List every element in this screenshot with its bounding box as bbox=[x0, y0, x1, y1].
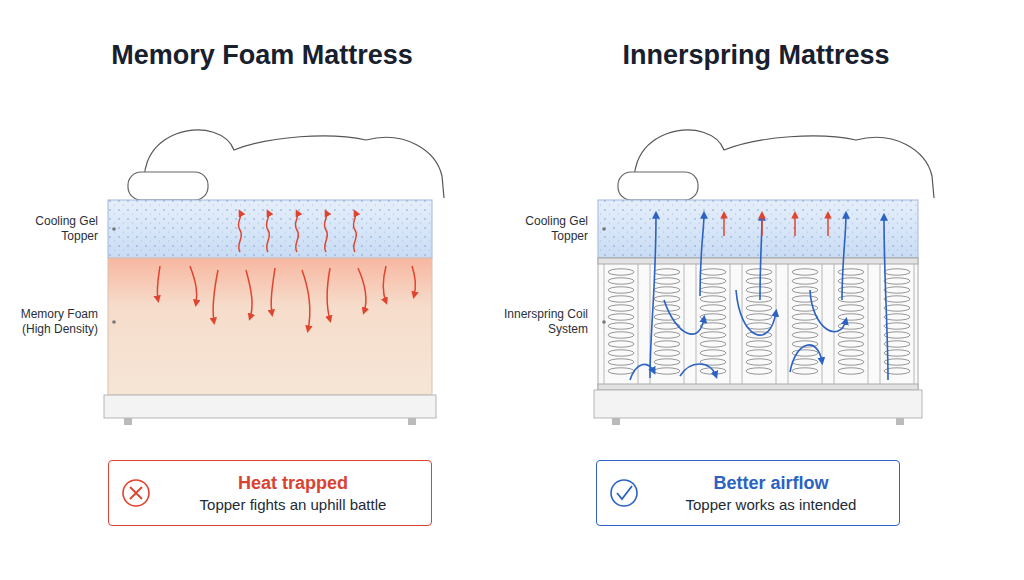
result-box: Better airflowTopper works as intended bbox=[596, 460, 900, 526]
layer-label: Cooling Gel Topper bbox=[4, 214, 98, 244]
topper-layer: Cooling Gel Topper bbox=[598, 200, 918, 258]
foam-layer: Memory Foam (High Density) bbox=[108, 258, 432, 395]
result-text: Topper fights an uphill battle bbox=[200, 495, 387, 515]
layer-label: Innerspring Coil System bbox=[494, 307, 588, 337]
result-text: Topper works as intended bbox=[686, 495, 857, 515]
topper-layer: Cooling Gel Topper bbox=[108, 200, 432, 258]
panel-title: Memory Foam Mattress bbox=[111, 40, 413, 71]
coil-layer: Innerspring Coil System bbox=[598, 258, 918, 390]
result-heading: Better airflow bbox=[713, 471, 828, 495]
result-heading: Heat trapped bbox=[238, 471, 348, 495]
panel-title: Innerspring Mattress bbox=[622, 40, 889, 71]
result-box: Heat trappedTopper fights an uphill batt… bbox=[108, 460, 432, 526]
layer-label: Cooling Gel Topper bbox=[494, 214, 588, 244]
layer-label: Memory Foam (High Density) bbox=[4, 307, 98, 337]
